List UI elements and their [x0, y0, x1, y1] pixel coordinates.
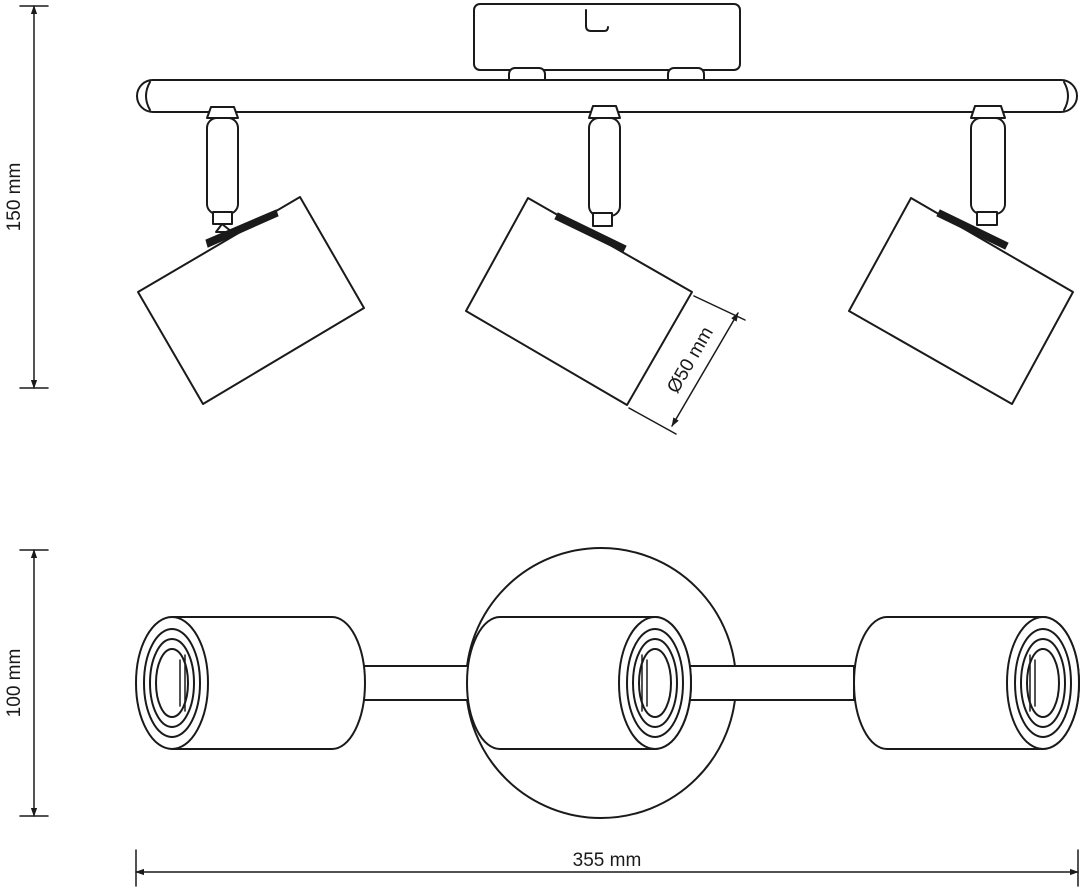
- height-top-label: 100 mm: [4, 649, 25, 718]
- height-dimension-side: 150 mm: [4, 5, 49, 389]
- height-side-label: 150 mm: [4, 163, 25, 232]
- spotlight-left: [137, 106, 365, 405]
- spotlight-head-top-left: [135, 616, 366, 750]
- width-label: 355 mm: [573, 850, 642, 871]
- height-dimension-top: 100 mm: [4, 549, 49, 817]
- arm-left: [359, 665, 473, 701]
- top-view: 100 mm 355 mm: [4, 547, 1080, 887]
- ceiling-mount-plate: [473, 3, 741, 87]
- spotlight-head-top-middle: [466, 616, 692, 750]
- arm-right: [687, 665, 855, 701]
- spotlight-head-top-right: [853, 616, 1080, 750]
- spotlight-middle: [465, 105, 693, 406]
- width-dimension: 355 mm: [135, 849, 1079, 887]
- side-view: Ø50 mm 150 mm: [4, 3, 1078, 435]
- spotlight-right: [848, 105, 1074, 405]
